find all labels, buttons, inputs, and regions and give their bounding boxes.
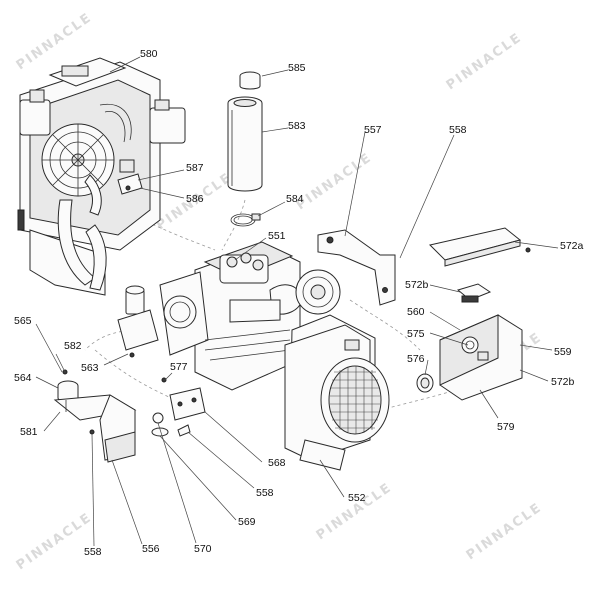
watermark-text: PINNACLE [314,480,395,543]
cover-plate [429,227,531,267]
front-engine-mount [117,285,159,358]
air-filter [227,96,263,192]
callout-558: 558 [449,124,467,136]
guide-line [379,389,456,411]
callout-584: 584 [286,193,304,205]
guide-line [94,349,176,401]
watermark-text: PINNACLE [444,30,525,93]
callout-568: 568 [268,457,286,469]
callout-558: 558 [256,487,274,499]
radiator-assembly [17,57,186,296]
small-bracket-parts [151,377,206,437]
callout-585: 585 [288,62,306,74]
alternator [284,324,390,471]
callout-581: 581 [20,426,38,438]
filter-cap [239,71,261,90]
control-box [439,283,523,401]
callout-558: 558 [84,546,102,558]
watermark-text: PINNACLE [464,500,545,563]
callout-579: 579 [497,421,515,433]
callout-565: 565 [14,315,32,327]
watermark-text: PINNACLE [294,150,375,213]
callout-570: 570 [194,543,212,555]
callout-560: 560 [407,306,425,318]
callout-575: 575 [407,328,425,340]
filter-clamp [230,213,261,227]
upper-bracket [317,229,396,306]
callout-576: 576 [407,353,425,365]
callout-582: 582 [64,340,82,352]
watermark-text: PINNACLE [14,510,95,573]
callout-577: 577 [170,361,188,373]
callout-564: 564 [14,372,32,384]
callout-572b: 572b [551,376,575,388]
callout-559: 559 [554,346,572,358]
callout-labels: 580 585 583 557 558 587 586 584 551 572a… [14,48,584,558]
rear-engine-mount [53,369,137,463]
callout-587: 587 [186,162,204,174]
callout-563: 563 [81,362,99,374]
callout-551: 551 [268,230,286,242]
callout-580: 580 [140,48,158,60]
callout-552: 552 [348,492,366,504]
radiator-bracket [117,159,143,195]
callout-583: 583 [288,120,306,132]
callout-557: 557 [364,124,382,136]
callout-572b: 572b [405,279,429,291]
callout-569: 569 [238,516,256,528]
leader-lines [35,56,559,547]
callout-586: 586 [186,193,204,205]
connector-plug [416,373,434,393]
callout-556: 556 [142,543,160,555]
guide-line [221,199,246,251]
callout-572a: 572a [560,240,584,252]
